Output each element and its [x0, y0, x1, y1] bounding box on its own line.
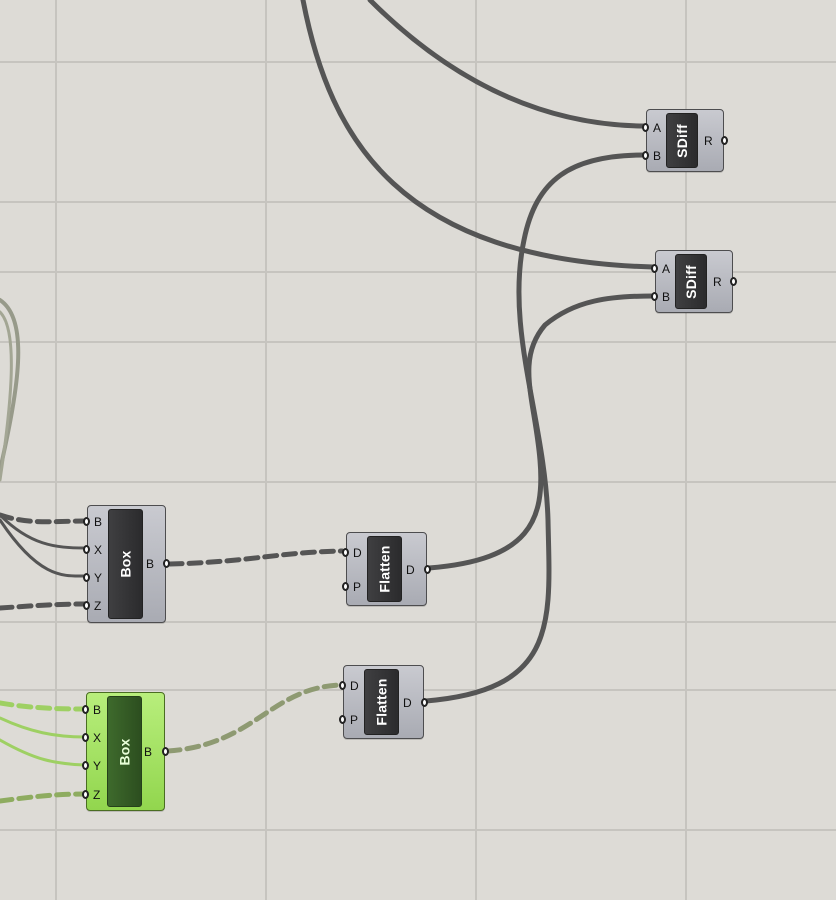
- box2-input-b-grip[interactable]: [82, 705, 89, 714]
- sdiff-node-2[interactable]: A B SDiff R: [651, 250, 737, 313]
- flatten2-input-d-grip[interactable]: [339, 681, 346, 690]
- flatten2-output-d-grip[interactable]: [421, 698, 428, 707]
- box2-input-y-grip[interactable]: [82, 761, 89, 770]
- sdiff1-input-b-grip[interactable]: [642, 151, 649, 160]
- sdiff1-output-r-grip[interactable]: [721, 136, 728, 145]
- box1-input-z-label: Z: [94, 599, 102, 613]
- flatten1-input-d-grip[interactable]: [342, 548, 349, 557]
- wire-box1-to-flatten1[interactable]: [167, 548, 345, 567]
- box2-input-z-label: Z: [93, 788, 101, 802]
- flatten1-core[interactable]: Flatten: [367, 536, 402, 602]
- sdiff1-input-a-label: A: [653, 121, 662, 135]
- flatten2-title: Flatten: [373, 678, 390, 726]
- box1-input-y-grip[interactable]: [83, 573, 90, 582]
- box1-input-z-grip[interactable]: [83, 601, 90, 610]
- flatten2-input-p-label: P: [350, 713, 359, 727]
- box2-output-b-grip[interactable]: [162, 747, 169, 756]
- flatten2-core[interactable]: Flatten: [364, 669, 399, 735]
- box2-input-b-label: B: [93, 703, 102, 717]
- flatten-node-1[interactable]: D P Flatten D: [342, 532, 431, 606]
- wire-top-to-sdiff1-a[interactable]: [367, 0, 647, 129]
- box2-core[interactable]: Box: [107, 696, 142, 807]
- sdiff2-input-b-grip[interactable]: [651, 292, 658, 301]
- wire-gray-left-curve-2: [0, 310, 13, 482]
- flatten1-title: Flatten: [376, 545, 393, 593]
- wire-to-box2-z[interactable]: [0, 791, 88, 804]
- flatten2-input-p-grip[interactable]: [339, 715, 346, 724]
- sdiff2-input-a-grip[interactable]: [651, 264, 658, 273]
- wire-to-box2-x[interactable]: [0, 716, 87, 739]
- box2-input-z-grip[interactable]: [82, 790, 89, 799]
- flatten2-output-d-label: D: [403, 696, 412, 710]
- sdiff1-core[interactable]: SDiff: [666, 113, 698, 168]
- sdiff1-title: SDiff: [674, 123, 691, 158]
- sdiff-node-1[interactable]: A B SDiff R: [642, 109, 728, 172]
- wire-to-box1-z[interactable]: [0, 601, 88, 611]
- wire-box2-to-flatten2[interactable]: [165, 682, 343, 754]
- box1-input-x-grip[interactable]: [83, 545, 90, 554]
- wire-to-box1-x[interactable]: [0, 513, 87, 550]
- box1-input-b-label: B: [94, 515, 103, 529]
- box1-core[interactable]: Box: [108, 509, 143, 619]
- wire-to-box1-y[interactable]: [0, 518, 87, 578]
- box1-input-x-label: X: [94, 543, 103, 557]
- sdiff1-input-a-grip[interactable]: [642, 123, 649, 132]
- sdiff2-input-b-label: B: [662, 290, 671, 304]
- box1-input-y-label: Y: [94, 571, 103, 585]
- box2-input-x-grip[interactable]: [82, 733, 89, 742]
- wire-to-box1-b[interactable]: [0, 512, 88, 525]
- sdiff2-core[interactable]: SDiff: [675, 254, 707, 309]
- flatten1-input-p-label: P: [353, 580, 362, 594]
- box2-output-b-label: B: [144, 745, 153, 759]
- box1-input-b-grip[interactable]: [83, 517, 90, 526]
- sdiff2-output-r-label: R: [713, 275, 722, 289]
- sdiff1-input-b-label: B: [653, 149, 662, 163]
- box2-input-x-label: X: [93, 731, 102, 745]
- sdiff2-title: SDiff: [683, 264, 700, 299]
- sdiff2-output-r-grip[interactable]: [730, 277, 737, 286]
- sdiff2-input-a-label: A: [662, 262, 671, 276]
- sdiff1-output-r-label: R: [704, 134, 713, 148]
- box-node-2-selected[interactable]: B X Y Z Box B: [82, 692, 169, 811]
- flatten-node-2[interactable]: D P Flatten D: [339, 665, 428, 739]
- flatten2-input-d-label: D: [350, 679, 359, 693]
- flatten1-input-d-label: D: [353, 546, 362, 560]
- wire-top-to-sdiff2-a[interactable]: [300, 0, 656, 270]
- flatten1-output-d-label: D: [406, 563, 415, 577]
- box2-title: Box: [116, 737, 133, 766]
- wire-flatten1-to-sdiff2-b[interactable]: [426, 293, 656, 571]
- box1-output-b-label: B: [146, 557, 155, 571]
- wire-to-box2-b[interactable]: [0, 700, 88, 712]
- box1-output-b-grip[interactable]: [163, 559, 170, 568]
- box2-input-y-label: Y: [93, 759, 102, 773]
- flatten1-output-d-grip[interactable]: [424, 565, 431, 574]
- box-node-1[interactable]: B X Y Z Box B: [83, 505, 170, 623]
- wire-to-box2-y[interactable]: [0, 738, 87, 767]
- wire-gray-left-curve: [0, 298, 21, 472]
- flatten1-input-p-grip[interactable]: [342, 582, 349, 591]
- box1-title: Box: [117, 550, 134, 578]
